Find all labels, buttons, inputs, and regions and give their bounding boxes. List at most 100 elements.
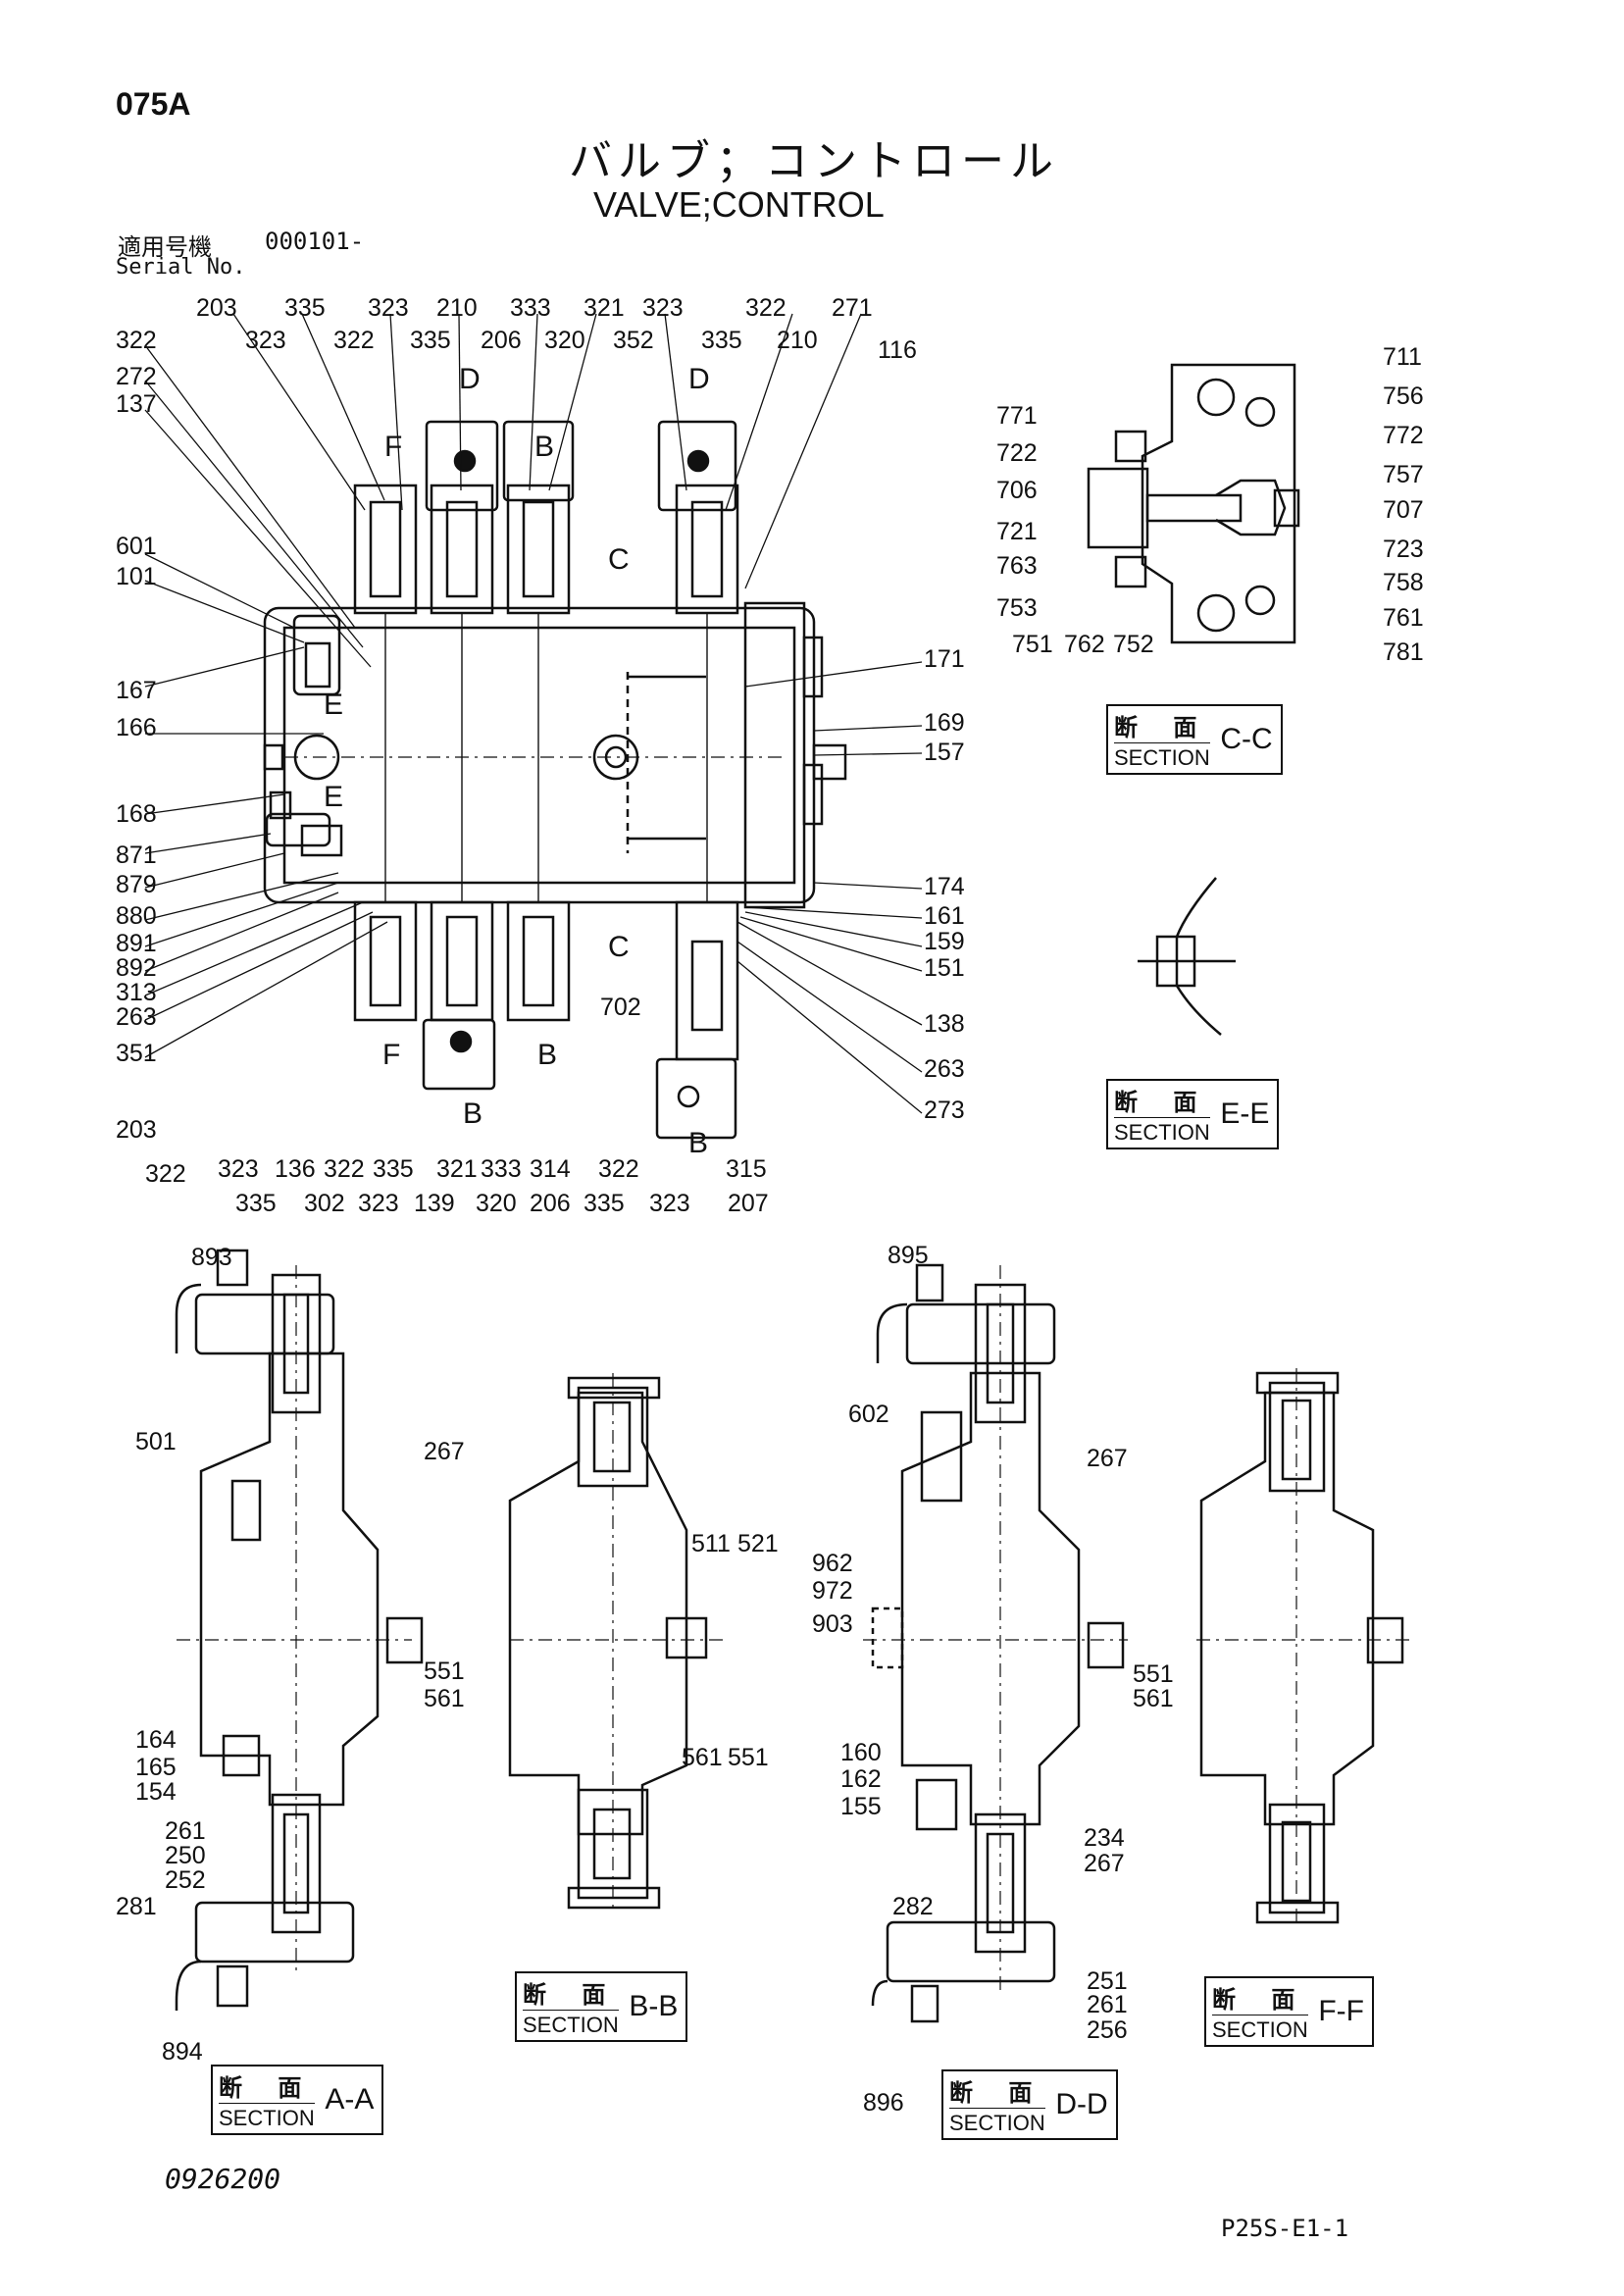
title-english: VALVE;CONTROL	[593, 184, 885, 225]
view-aa-label: 894	[162, 2038, 203, 2066]
main-top-label: 335	[284, 294, 326, 322]
view-cc-right-label: 723	[1383, 536, 1424, 563]
main-left-label: 203	[116, 1116, 157, 1144]
section-kanji: 断 面	[1114, 1083, 1211, 1118]
view-aa-label: 551	[424, 1658, 465, 1685]
section-word: SECTION	[949, 2111, 1045, 2135]
view-dd-label: 561	[1133, 1685, 1174, 1712]
main-top-label: 333	[510, 294, 551, 322]
view-dd-label: 896	[863, 2089, 904, 2117]
view-cc-left-label: 706	[996, 477, 1038, 504]
main-top-label: 335	[701, 327, 742, 354]
section-bb-name: B-B	[629, 1990, 679, 2022]
view-dd-label: 895	[888, 1242, 929, 1269]
view-aa-label: 261	[165, 1817, 206, 1845]
cut-marker-label: B	[534, 431, 554, 463]
cut-marker-label: F	[384, 431, 402, 463]
view-bb-label: 561	[682, 1744, 723, 1771]
view-cc-left-label: 763	[996, 552, 1038, 580]
view-ff-drawing	[1196, 1368, 1412, 1927]
cut-marker-label: C	[608, 931, 630, 963]
view-ee-drawing	[1138, 877, 1236, 1036]
view-cc-left-label: 771	[996, 402, 1038, 430]
main-left-label: 879	[116, 871, 157, 898]
main-right-label: 161	[924, 902, 965, 930]
title-japanese: バルブ；コントロール	[569, 136, 1059, 186]
main-top-label: 323	[368, 294, 409, 322]
main-bottom-label: 333	[481, 1155, 522, 1183]
main-bottom-label: 322	[598, 1155, 639, 1183]
main-top-label: 206	[481, 327, 522, 354]
view-cc-right-label: 711	[1383, 343, 1422, 371]
main-right-label: 263	[924, 1055, 965, 1083]
main-bottom-label: 335	[373, 1155, 414, 1183]
cut-marker-label: B	[537, 1039, 557, 1071]
leader-lines	[144, 313, 923, 1114]
view-dd-label: 234	[1084, 1824, 1125, 1852]
main-top-label: 137	[116, 390, 157, 418]
main-right-label: 138	[924, 1010, 965, 1038]
main-top-label: 210	[436, 294, 478, 322]
view-cc-right-label: 781	[1383, 638, 1424, 666]
serial-label-japanese: 適用号機	[118, 233, 212, 261]
main-bottom-label: 335	[584, 1190, 625, 1217]
main-spool-caps-bottom	[353, 900, 739, 1140]
view-dd-label: 551	[1133, 1660, 1174, 1688]
view-cc-right-label: 707	[1383, 496, 1424, 524]
cut-marker-label: D	[688, 363, 710, 395]
main-bottom-label: 320	[476, 1190, 517, 1217]
main-left-label: 167	[116, 677, 157, 704]
main-right-label: 171	[924, 645, 965, 673]
main-bottom-label: 302	[304, 1190, 345, 1217]
view-cc-left-label: 752	[1113, 631, 1154, 658]
main-right-label: 273	[924, 1097, 965, 1124]
main-bottom-label: 322	[324, 1155, 365, 1183]
main-top-label: 352	[613, 327, 654, 354]
drawing-number: 0926200	[165, 2163, 281, 2195]
section-word: SECTION	[1114, 745, 1210, 770]
main-top-label: 272	[116, 363, 157, 390]
view-cc-drawing	[1087, 363, 1300, 644]
view-dd-label: 267	[1084, 1850, 1125, 1877]
view-aa-label: 561	[424, 1685, 465, 1712]
section-kanji: 断 面	[1212, 1980, 1309, 2015]
main-bottom-label: 335	[235, 1190, 277, 1217]
main-valve-body	[263, 601, 847, 909]
section-kanji: 断 面	[949, 2073, 1046, 2109]
main-bottom-label: 315	[726, 1155, 767, 1183]
main-left-label: 892	[116, 954, 157, 982]
serial-label-english: Serial No.	[116, 255, 246, 280]
view-dd-label: 261	[1087, 1991, 1128, 2018]
view-aa-label: 250	[165, 1842, 206, 1869]
view-aa-drawing	[175, 1249, 424, 2011]
view-aa-label: 165	[135, 1754, 177, 1781]
main-top-label: 322	[333, 327, 375, 354]
main-left-label: 351	[116, 1040, 157, 1067]
view-cc-left-label: 751	[1012, 631, 1053, 658]
main-bottom-label: 323	[218, 1155, 259, 1183]
main-left-label: 871	[116, 842, 157, 869]
view-dd-label: 160	[840, 1739, 882, 1766]
view-cc-right-label: 761	[1383, 604, 1424, 632]
main-bottom-label: 702	[600, 994, 641, 1021]
view-cc-left-label: 753	[996, 594, 1038, 622]
view-cc-left-label: 762	[1064, 631, 1105, 658]
section-kanji: 断 面	[219, 2068, 316, 2104]
section-kanji: 断 面	[523, 1975, 620, 2011]
main-bottom-label: 323	[649, 1190, 690, 1217]
main-top-label: 322	[116, 327, 157, 354]
cut-marker-label: D	[459, 363, 481, 395]
view-aa-label: 281	[116, 1893, 157, 1920]
page-code: 075A	[116, 86, 191, 122]
main-left-label: 322	[145, 1160, 186, 1188]
main-bottom-label: 206	[530, 1190, 571, 1217]
page-reference: P25S-E1-1	[1221, 2215, 1349, 2242]
main-top-label: 323	[245, 327, 286, 354]
view-dd-label: 282	[892, 1893, 934, 1920]
